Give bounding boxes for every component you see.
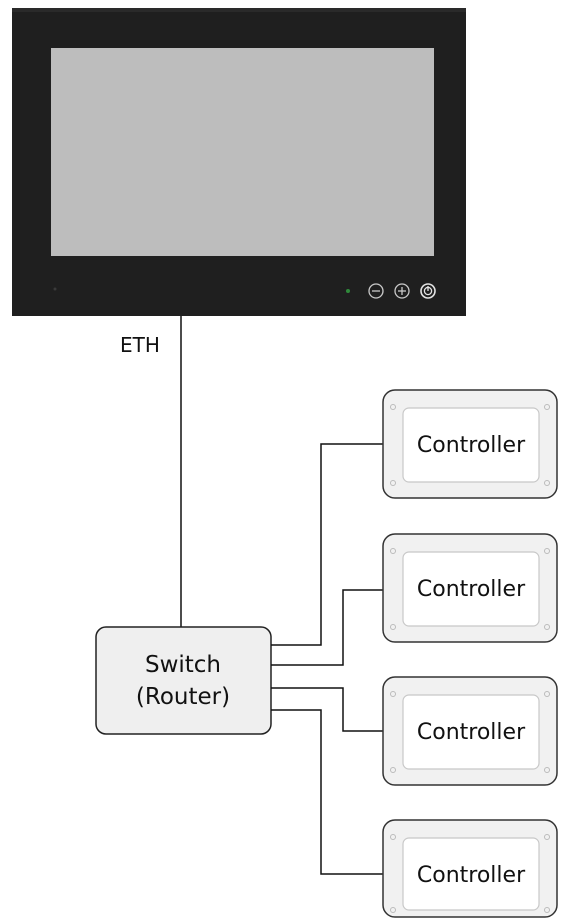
monitor-panel bbox=[12, 8, 466, 316]
switch-box bbox=[95, 626, 272, 735]
connection-lines bbox=[271, 443, 383, 875]
eth-label: ETH bbox=[120, 333, 160, 357]
status-led bbox=[53, 287, 57, 291]
power-icon[interactable] bbox=[420, 283, 436, 299]
link-controller-1 bbox=[271, 443, 383, 646]
controller-4: Controller bbox=[382, 819, 558, 918]
link-controller-4 bbox=[271, 709, 383, 875]
controller-4-label: Controller bbox=[417, 863, 526, 888]
switch-label-line2: (Router) bbox=[136, 684, 230, 710]
controller-2: Controller bbox=[382, 533, 558, 643]
controller-3: Controller bbox=[382, 676, 558, 786]
monitor-screen bbox=[51, 48, 434, 256]
controller-3-label: Controller bbox=[417, 720, 526, 745]
plus-icon[interactable] bbox=[394, 283, 410, 299]
link-controller-2 bbox=[271, 589, 383, 666]
switch-label-line1: Switch bbox=[145, 652, 221, 678]
power-led bbox=[346, 289, 350, 293]
link-controller-3 bbox=[271, 687, 383, 732]
controller-1-label: Controller bbox=[417, 433, 526, 458]
minus-icon[interactable] bbox=[368, 283, 384, 299]
controller-2-label: Controller bbox=[417, 577, 526, 602]
switch-router-box: Switch (Router) bbox=[95, 626, 272, 735]
controller-1: Controller bbox=[382, 389, 558, 499]
